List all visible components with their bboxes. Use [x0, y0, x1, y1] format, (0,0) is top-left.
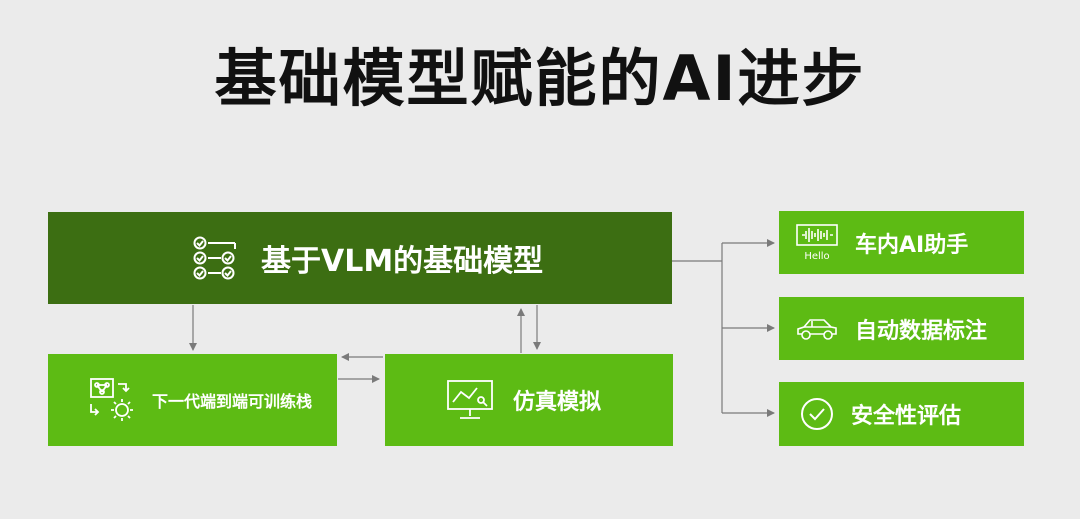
car-icon: [797, 318, 837, 340]
check-circle-icon: [801, 398, 833, 430]
page-title: 基础模型赋能的AI进步: [214, 42, 866, 115]
auto-labeling-label: 自动数据标注: [855, 318, 988, 344]
ai-assistant-label: 车内AI助手: [855, 232, 969, 258]
safety-eval-box: 安全性评估: [779, 382, 1024, 446]
foundation-model-label: 基于VLM的基础模型: [261, 244, 544, 279]
simulation-monitor-icon: [447, 380, 493, 419]
voice-assistant-icon: Hello: [796, 223, 838, 262]
e2e-stack-box: 下一代端到端可训练栈: [48, 354, 337, 446]
simulation-box: 仿真模拟: [385, 354, 673, 446]
foundation-model-box: 基于VLM的基础模型: [48, 212, 672, 304]
e2e-stack-label: 下一代端到端可训练栈: [152, 392, 313, 411]
voice-assistant-icon-text: Hello: [804, 251, 829, 262]
safety-eval-label: 安全性评估: [851, 404, 962, 429]
ai-assistant-box: Hello 车内AI助手: [779, 211, 1024, 274]
auto-labeling-box: 自动数据标注: [779, 297, 1024, 360]
checklist-icon: [193, 236, 236, 280]
simulation-label: 仿真模拟: [513, 390, 602, 415]
neural-gear-icon: [90, 378, 133, 421]
